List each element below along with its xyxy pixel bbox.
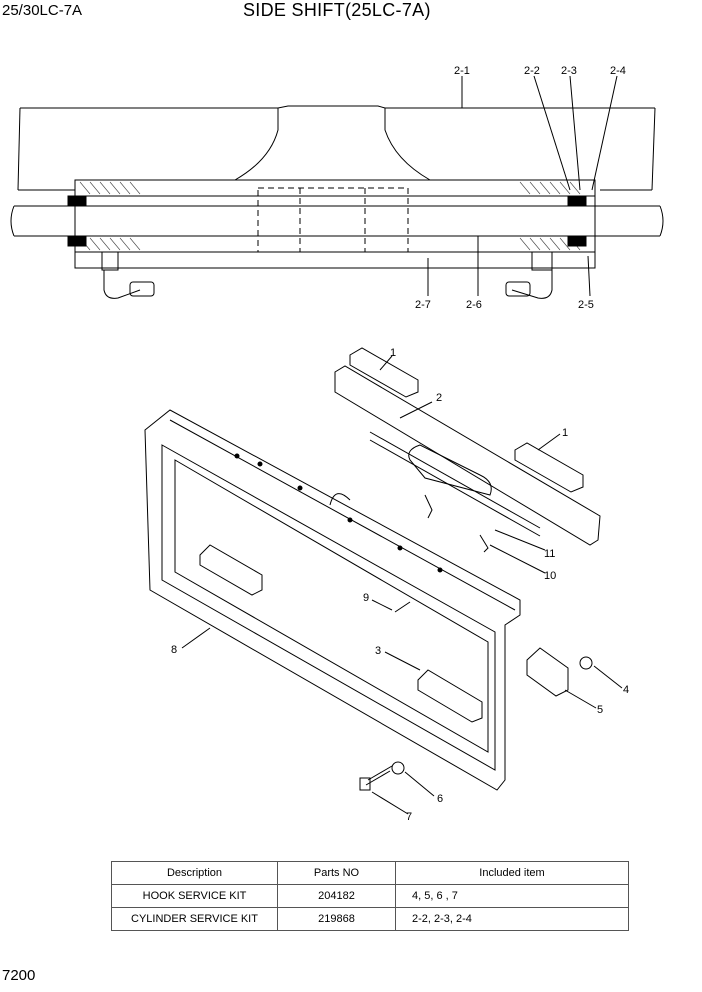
table-row: HOOK SERVICE KIT 204182 4, 5, 6 , 7 (111, 884, 629, 908)
callout-11: 11 (544, 548, 555, 560)
page-title: SIDE SHIFT(25LC-7A) (243, 0, 431, 20)
service-kit-table: Description Parts NO Included item HOOK … (111, 861, 629, 931)
callout-2-4: 2-4 (610, 65, 626, 77)
callout-2-2: 2-2 (524, 65, 540, 77)
callout-9: 9 (363, 592, 369, 604)
callout-2: 2 (436, 392, 442, 404)
callout-2-7: 2-7 (415, 299, 431, 311)
table-cell: 2-2, 2-3, 2-4 (395, 907, 629, 931)
callout-6: 6 (437, 793, 443, 805)
callout-5: 5 (597, 704, 603, 716)
cylinder-section-view (10, 75, 664, 299)
page-number: 7200 (2, 967, 36, 984)
exploded-callouts: 1 2 1 11 10 9 3 8 4 5 6 7 (171, 347, 629, 823)
callout-1a: 1 (390, 347, 396, 359)
callout-3: 3 (375, 645, 381, 657)
callout-2-3: 2-3 (561, 65, 577, 77)
callout-2-1: 2-1 (454, 65, 470, 77)
table-cell: 4, 5, 6 , 7 (395, 884, 629, 908)
table-cell: 219868 (277, 907, 396, 931)
column-header: Description (111, 861, 278, 885)
side-shift-exploded-view (144, 347, 623, 815)
table-header-row: Description Parts NO Included item (111, 861, 629, 885)
table-cell: 204182 (277, 884, 396, 908)
table-row: CYLINDER SERVICE KIT 219868 2-2, 2-3, 2-… (111, 907, 629, 931)
table-cell: CYLINDER SERVICE KIT (111, 907, 278, 931)
callout-4: 4 (623, 684, 629, 696)
callout-2-6: 2-6 (466, 299, 482, 311)
section-callouts: 2-1 2-2 2-3 2-4 2-7 2-6 2-5 (415, 65, 626, 311)
callout-7: 7 (406, 811, 412, 823)
callout-2-5: 2-5 (578, 299, 594, 311)
callout-8: 8 (171, 644, 177, 656)
callout-10: 10 (544, 570, 556, 582)
callout-1b: 1 (562, 427, 568, 439)
column-header: Parts NO (277, 861, 396, 885)
model-number: 25/30LC-7A (2, 2, 83, 19)
column-header: Included item (395, 861, 629, 885)
table-cell: HOOK SERVICE KIT (111, 884, 278, 908)
